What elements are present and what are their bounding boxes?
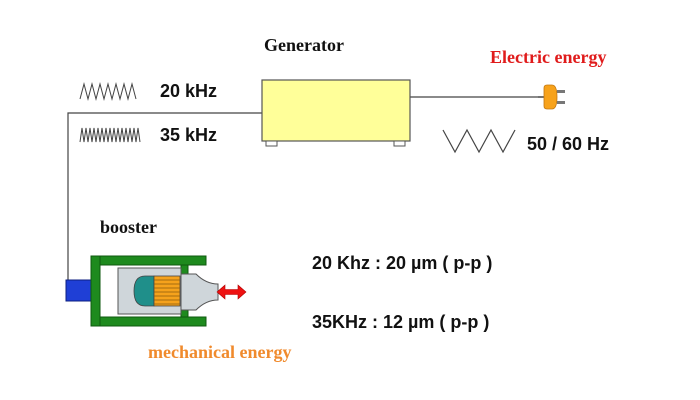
amplitude-35khz-label: 35KHz : 12 µm ( p-p ) <box>312 312 490 332</box>
coil-winding <box>153 275 181 307</box>
waveform-mains-icon <box>442 128 516 154</box>
generator-box <box>261 79 411 142</box>
wire-generator-to-booster <box>67 112 262 282</box>
generator-label: Generator <box>264 35 344 55</box>
waveform-20khz-icon <box>79 82 137 101</box>
booster-frame-bottom <box>99 316 207 327</box>
booster-end-plate <box>90 255 101 327</box>
booster-assembly <box>90 255 219 327</box>
power-plug-icon <box>538 84 565 110</box>
input-connector <box>65 279 93 302</box>
generator-foot-right <box>393 140 406 147</box>
booster-label: booster <box>100 217 157 237</box>
amplitude-20khz-label: 20 Khz : 20 µm ( p-p ) <box>312 253 493 273</box>
double-arrow-icon <box>216 284 247 300</box>
coil-cap <box>133 275 155 307</box>
mains-frequency-label: 50 / 60 Hz <box>527 134 610 154</box>
electric-energy-label: Electric energy <box>490 47 607 67</box>
frequency-20khz-label: 20 kHz <box>160 81 218 101</box>
mechanical-energy-label: mechanical energy <box>148 342 292 362</box>
waveform-35khz-icon <box>79 127 141 143</box>
generator-foot-left <box>265 140 278 147</box>
frequency-35khz-label: 35 kHz <box>160 125 218 145</box>
transducer-horn <box>180 273 219 311</box>
booster-frame-top <box>99 255 207 266</box>
